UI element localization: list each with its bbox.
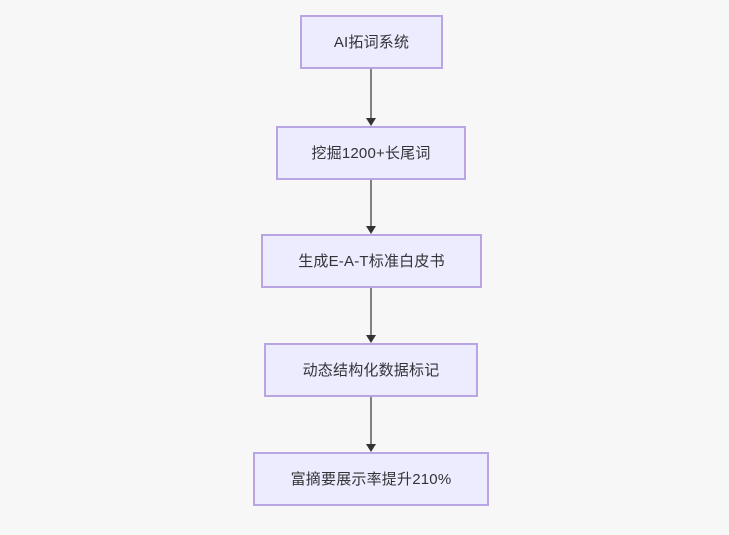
edge-line [370,180,372,226]
flow-node-ai-keyword-system[interactable]: AI拓词系统 [300,15,443,69]
flow-node-label: 动态结构化数据标记 [302,361,440,379]
arrowhead-icon [366,226,376,234]
flow-node-label: 挖掘1200+长尾词 [311,144,431,162]
flow-node-label: 富摘要展示率提升210% [290,470,452,488]
flow-node-mine-longtail-keywords[interactable]: 挖掘1200+长尾词 [276,126,466,180]
arrowhead-icon [366,335,376,343]
edge-line [370,397,372,444]
flow-node-label: 生成E-A-T标准白皮书 [298,252,445,270]
edge-line [370,288,372,335]
flow-node-generate-eat-whitepaper[interactable]: 生成E-A-T标准白皮书 [261,234,482,288]
flow-node-rich-snippet-result[interactable]: 富摘要展示率提升210% [253,452,489,506]
flow-node-label: AI拓词系统 [333,33,410,51]
flow-node-dynamic-structured-data[interactable]: 动态结构化数据标记 [264,343,478,397]
edge-line [370,69,372,118]
arrowhead-icon [366,118,376,126]
arrowhead-icon [366,444,376,452]
